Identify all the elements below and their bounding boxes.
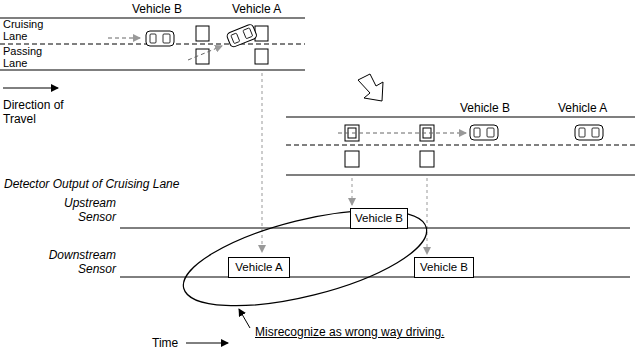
motion-arrow <box>108 38 140 39</box>
vehicle-b-car <box>146 31 174 46</box>
signal-pulse: Vehicle B <box>350 208 408 229</box>
vehicle-label: Vehicle A <box>232 2 281 16</box>
sensor-projection <box>352 178 353 205</box>
road-bottom <box>286 117 635 175</box>
vehicle-a-car <box>575 125 603 140</box>
vehicle-label: Vehicle B <box>460 101 510 115</box>
transition-arrow <box>358 74 383 101</box>
road-top <box>0 18 305 70</box>
motion-arrow <box>188 46 222 60</box>
chart-title: Detector Output of Cruising Lane <box>4 177 179 191</box>
vehicle-label: Vehicle A <box>558 101 607 115</box>
callout-arrow <box>239 309 250 328</box>
pulse-label: Vehicle B <box>420 261 468 274</box>
vehicle-a-car <box>226 24 258 48</box>
vehicle-label: Vehicle B <box>132 2 182 16</box>
sensor-label: Downstream Sensor <box>24 248 116 276</box>
axis-label: Time <box>152 336 178 350</box>
motion-arrow <box>338 133 466 134</box>
direction-arrow <box>3 88 58 89</box>
signal-pulse: Vehicle A <box>228 257 290 278</box>
sensor-projection <box>427 178 428 254</box>
time-arrow <box>186 343 228 344</box>
lane-label: Passing Lane <box>3 45 55 69</box>
highlight-ellipse <box>175 191 436 325</box>
sensor-label: Upstream Sensor <box>44 196 116 224</box>
pulse-label: Vehicle B <box>355 212 403 225</box>
pulse-label: Vehicle A <box>235 261 282 274</box>
callout-note: Misrecognize as wrong way driving. <box>255 325 444 339</box>
sensor-projection <box>262 73 263 252</box>
lane-label: Cruising Lane <box>3 18 55 42</box>
downstream-signal-baseline <box>120 277 630 278</box>
signal-pulse: Vehicle B <box>414 257 474 278</box>
direction-label: Direction of Travel <box>3 98 77 126</box>
vehicle-b-car <box>470 125 498 140</box>
